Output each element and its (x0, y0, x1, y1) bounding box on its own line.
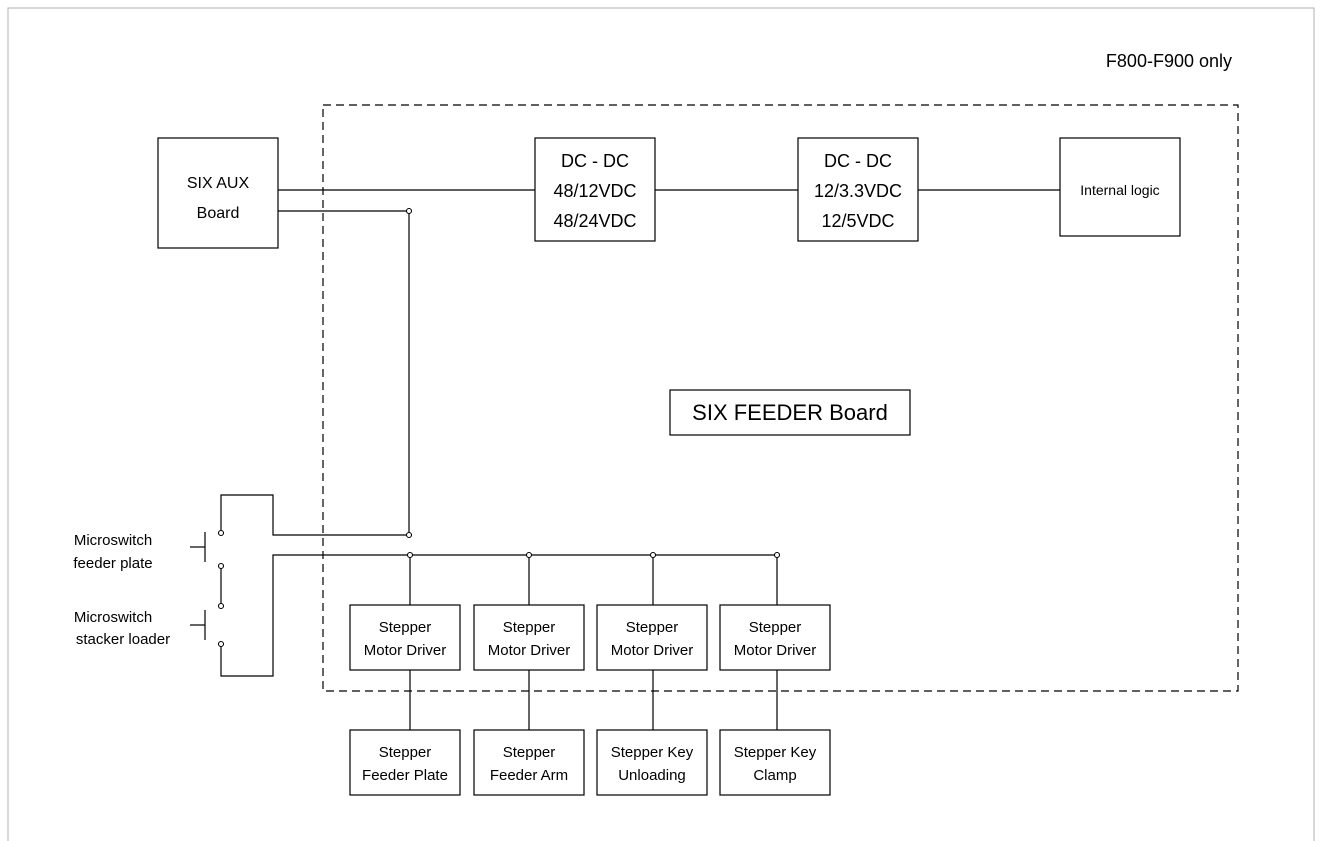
motor-2-line-2: Feeder Arm (490, 767, 568, 784)
motor-3-box (596, 729, 708, 796)
dcdc-1-box (534, 137, 656, 242)
motor-3-line-2: Unloading (618, 767, 686, 784)
driver-2-line-1: Stepper (503, 619, 556, 636)
internal-logic: Internal logic (1059, 137, 1181, 237)
motor-2: Stepper Feeder Arm (473, 729, 585, 796)
driver-2-box (473, 604, 585, 671)
dcdc-1-line-2: 48/12VDC (553, 181, 636, 201)
microswitch-1-line-2: feeder plate (73, 555, 152, 572)
feeder-board-label: SIX FEEDER Board (692, 400, 888, 425)
driver-1-box (349, 604, 461, 671)
wire-aux-switch-return (220, 210, 410, 536)
driver-1: Stepper Motor Driver (349, 604, 461, 671)
driver-4-line-1: Stepper (749, 619, 802, 636)
dcdc-2-line-1: DC - DC (824, 151, 892, 171)
aux-board-line-1: SIX AUX (187, 175, 250, 192)
dcdc-converter-2: DC - DC 12/3.3VDC 12/5VDC (797, 137, 919, 242)
feeder-board-boundary (322, 104, 1239, 692)
dcdc-2-line-2: 12/3.3VDC (814, 181, 902, 201)
microswitch-stacker-loader: Microswitch stacker loader (74, 609, 170, 648)
driver-3: Stepper Motor Driver (596, 604, 708, 671)
microswitch-1-line-1: Microswitch (74, 532, 152, 549)
motor-1-line-1: Stepper (379, 744, 432, 761)
feeder-board-label-box (669, 389, 911, 436)
driver-1-line-2: Motor Driver (364, 642, 447, 659)
node (405, 207, 413, 215)
dcdc-1-line-1: DC - DC (561, 151, 629, 171)
motor-4-box (719, 729, 831, 796)
corner-note: F800-F900 only (1106, 51, 1232, 71)
dcdc-1-line-3: 48/24VDC (553, 211, 636, 231)
internal-logic-label: Internal logic (1080, 182, 1159, 198)
aux-board-box (157, 137, 279, 249)
driver-3-line-1: Stepper (626, 619, 679, 636)
motor-3-line-1: Stepper Key (611, 744, 694, 761)
motor-3: Stepper Key Unloading (596, 729, 708, 796)
microswitch-2-line-1: Microswitch (74, 609, 152, 626)
driver-3-box (596, 604, 708, 671)
driver-4: Stepper Motor Driver (719, 604, 831, 671)
page-frame (7, 7, 1315, 841)
driver-4-line-2: Motor Driver (734, 642, 817, 659)
switch-contact (217, 562, 225, 570)
motor-1-box (349, 729, 461, 796)
dcdc-2-line-3: 12/5VDC (821, 211, 894, 231)
node (649, 551, 657, 559)
internal-logic-box (1059, 137, 1181, 237)
motor-2-line-1: Stepper (503, 744, 556, 761)
motor-4-line-2: Clamp (753, 767, 796, 784)
dcdc-2-box (797, 137, 919, 242)
switch-contact (217, 529, 225, 537)
dcdc-converter-1: DC - DC 48/12VDC 48/24VDC (534, 137, 656, 242)
aux-board: SIX AUX Board (157, 137, 279, 249)
motor-4: Stepper Key Clamp (719, 729, 831, 796)
switch-contact (217, 602, 225, 610)
motor-1-line-2: Feeder Plate (362, 767, 448, 784)
driver-2-line-2: Motor Driver (488, 642, 571, 659)
motor-2-box (473, 729, 585, 796)
switch-contact (217, 640, 225, 648)
driver-2: Stepper Motor Driver (473, 604, 585, 671)
aux-board-line-2: Board (197, 205, 240, 222)
node (525, 551, 533, 559)
driver-3-line-2: Motor Driver (611, 642, 694, 659)
junction-nodes (217, 207, 781, 648)
wiring (190, 189, 1060, 730)
node (406, 551, 414, 559)
microswitch-2-line-2: stacker loader (76, 631, 170, 648)
driver-1-line-1: Stepper (379, 619, 432, 636)
driver-4-box (719, 604, 831, 671)
wire-driver-bus (220, 554, 777, 677)
motor-1: Stepper Feeder Plate (349, 729, 461, 796)
microswitch-feeder-plate: Microswitch feeder plate (73, 532, 152, 572)
motor-4-line-1: Stepper Key (734, 744, 817, 761)
node (405, 531, 413, 539)
node (773, 551, 781, 559)
